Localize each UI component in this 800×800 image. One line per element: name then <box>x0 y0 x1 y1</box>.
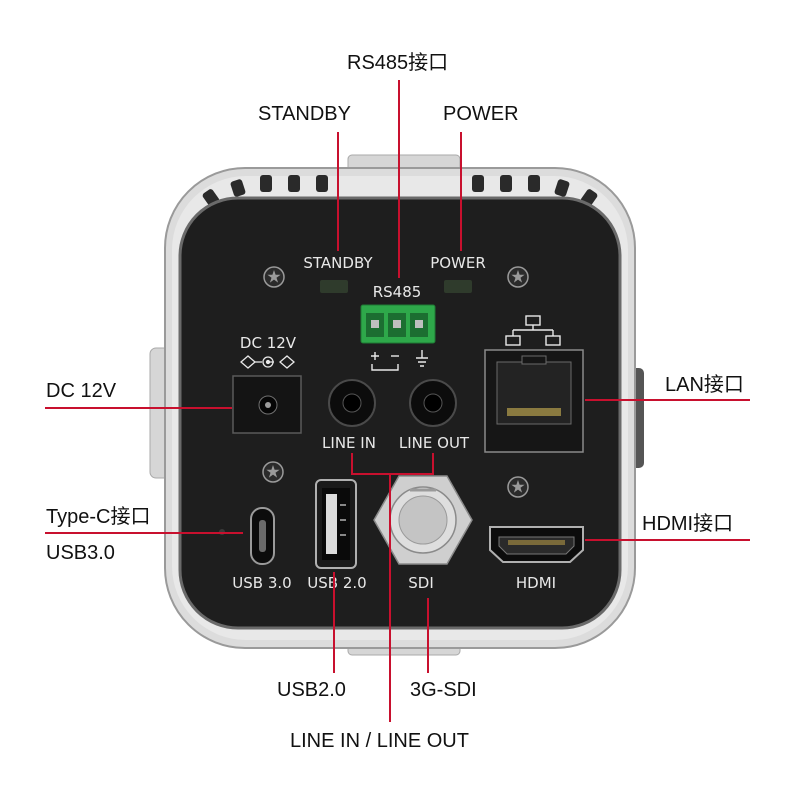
callout-lan: LAN接口 <box>665 374 744 396</box>
usb-c-port[interactable] <box>250 507 275 565</box>
panel-label-line-out: LINE OUT <box>399 434 470 452</box>
ground-icon <box>416 350 428 367</box>
power-led <box>444 280 472 293</box>
callout-power: POWER <box>443 103 519 125</box>
dc-polarity-icon <box>240 355 295 369</box>
panel-label-rs485: RS485 <box>373 283 422 301</box>
callout-hdmi: HDMI接口 <box>642 513 734 535</box>
line-in-jack[interactable] <box>328 379 376 427</box>
callout-line-in-out: LINE IN / LINE OUT <box>290 730 469 752</box>
panel-label-hdmi: HDMI <box>516 574 556 592</box>
network-icon <box>505 315 561 346</box>
panel-label-power: POWER <box>430 254 486 272</box>
callout-standby: STANDBY <box>258 103 351 125</box>
leader-lines <box>45 80 750 722</box>
panel-label-dc12v: DC 12V <box>240 334 297 352</box>
sdi-bnc-connector[interactable] <box>373 475 473 565</box>
panel-label-standby: STANDBY <box>303 254 373 272</box>
callout-usb2: USB2.0 <box>277 679 346 701</box>
rs485-terminal-block[interactable] <box>360 304 436 344</box>
callout-dc12v: DC 12V <box>46 380 117 402</box>
panel-label-usb30: USB 3.0 <box>232 574 291 592</box>
lan-port[interactable] <box>484 349 584 453</box>
panel-label-sdi: SDI <box>408 574 434 592</box>
callout-typec: Type-C接口 <box>46 506 151 528</box>
panel-label-line-in: LINE IN <box>322 434 376 452</box>
callout-usb30: USB3.0 <box>46 542 115 564</box>
rs485-polarity-marks <box>371 352 399 371</box>
line-out-jack[interactable] <box>409 379 457 427</box>
panel-label-usb20: USB 2.0 <box>307 574 366 592</box>
callout-rs485: RS485接口 <box>347 52 449 74</box>
dc-power-jack[interactable] <box>232 375 302 434</box>
usb-a-port[interactable] <box>315 479 357 569</box>
hdmi-port[interactable] <box>489 526 584 563</box>
screw-icon <box>262 266 529 498</box>
callout-sdi: 3G-SDI <box>410 679 477 701</box>
standby-led <box>320 280 348 293</box>
vent-slots <box>202 175 598 207</box>
